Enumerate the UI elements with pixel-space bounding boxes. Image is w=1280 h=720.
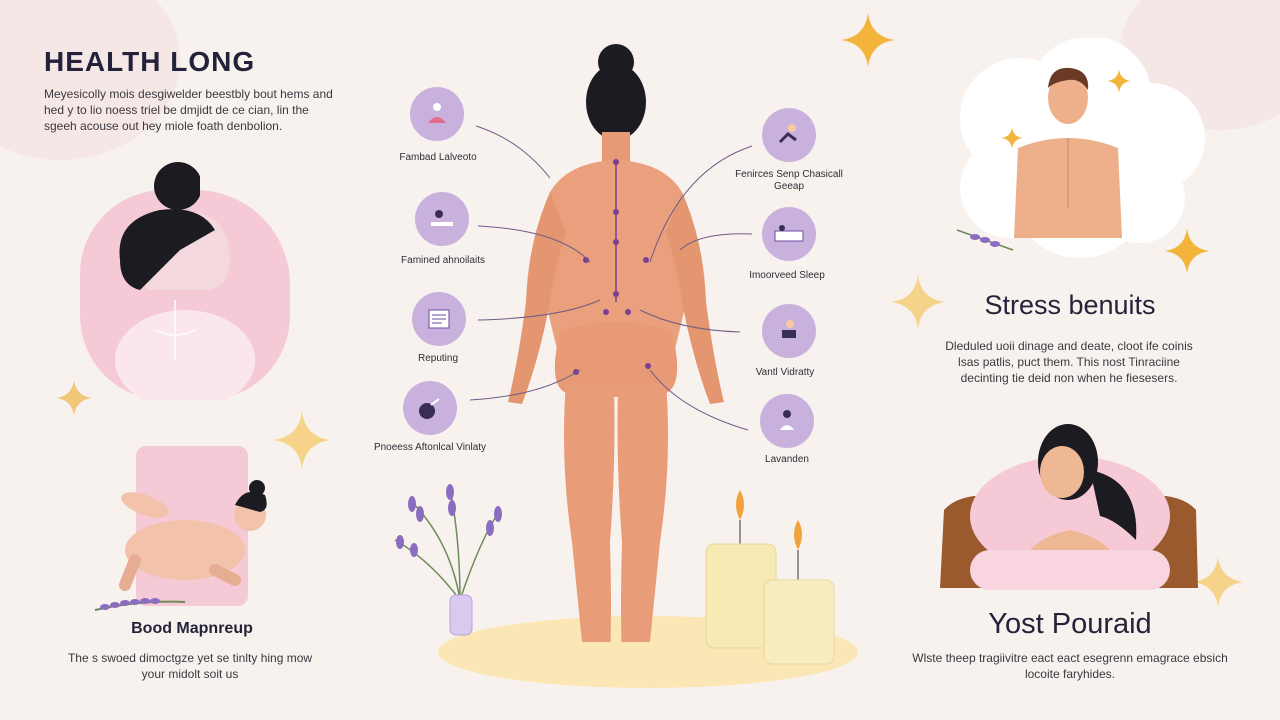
sparkle-icon: [273, 411, 331, 469]
lavender-sprig-icon: [94, 598, 186, 611]
lavender-icon: [760, 394, 814, 448]
reading-icon: [762, 304, 816, 358]
document-icon: [412, 292, 466, 346]
intro-text: Meyesicolly mois desgiwelder beestbly bo…: [44, 87, 333, 133]
woman-pillow-illustration: [940, 424, 1198, 590]
sparkle-icon: [1164, 228, 1210, 274]
right-top-text: Dleduled uoii dinage and deate, cloot if…: [945, 339, 1193, 385]
center-left-label: Reputing: [417, 353, 459, 364]
sparkle-icon: [841, 13, 895, 67]
woman-profile-icon: [115, 160, 255, 410]
lavender-sprig-icon: [956, 229, 1014, 251]
bed-icon: [762, 207, 816, 261]
background-blob: [0, 0, 180, 160]
sparkle-icon: [1001, 127, 1023, 149]
right-bottom-text: Wlste theep tragiivitre eact eact esegre…: [912, 651, 1228, 681]
hair-bun-icon: [154, 162, 200, 210]
yoga-figure-icon: [119, 480, 267, 591]
right-top-title: Stress benuits: [984, 290, 1156, 320]
center-right-label: Vantl Vidratty: [755, 367, 815, 378]
person-relax-icon: [762, 108, 816, 162]
lavender-vase-icon: [394, 484, 502, 636]
massage-icon: [415, 192, 469, 246]
center-left-label: Pnoeess Aftonlcal Vinlaty: [373, 442, 487, 453]
center-right-label: Lavanden: [765, 454, 809, 465]
man-cloud-illustration: [960, 38, 1205, 258]
sparkle-icon: [891, 275, 945, 329]
sparkle-icon: [56, 380, 92, 416]
center-left-label: Fambad Lalveoto: [399, 152, 477, 163]
sparkle-icon: [1192, 556, 1244, 608]
left-panel-text: The s swoed dimoctgze yet se tinlty hing…: [67, 651, 313, 681]
oil-bottle-icon: [403, 381, 457, 435]
center-right-label: Fenirces Senp Chasicall Geeap: [735, 169, 843, 192]
center-left-label: Famined ahnoilaits: [401, 255, 485, 266]
candles-icon: [705, 490, 835, 665]
center-right-label: Imoorveed Sleep: [749, 270, 825, 281]
left-panel-title: Bood Mapnreup: [131, 620, 253, 637]
right-bottom-title: Yost Pouraid: [988, 608, 1152, 640]
woman-profile-illustration: [80, 160, 290, 410]
page-title: HEALTH LONG: [44, 46, 256, 77]
meditation-icon: [410, 87, 464, 141]
sparkle-icon: [1107, 69, 1131, 93]
